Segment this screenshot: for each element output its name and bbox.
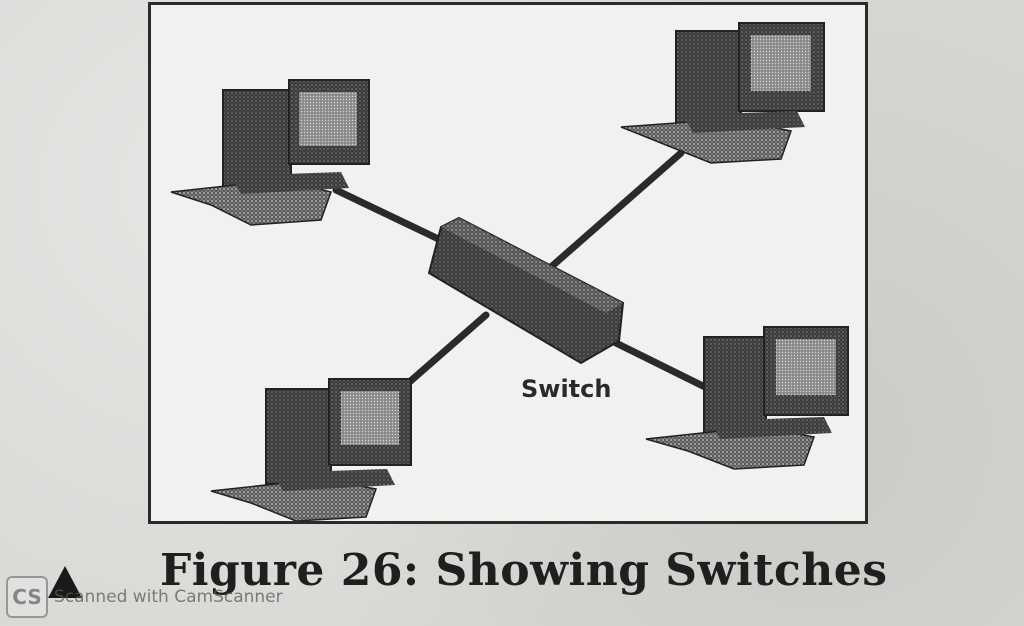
cable-bottom-left: [402, 311, 490, 389]
switch-label: Switch: [521, 375, 611, 403]
switch-icon: [427, 216, 625, 365]
cable-top-left: [332, 186, 455, 249]
computer-icon: [620, 22, 825, 164]
watermark-text: Scanned with CamScanner: [54, 587, 283, 607]
scanner-watermark: CS Scanned with CamScanner: [6, 575, 283, 619]
computer-icon: [645, 326, 849, 470]
caption-arrow-icon: [48, 566, 82, 598]
computer-icon: [170, 79, 370, 226]
computer-icon: [210, 378, 412, 521]
camscanner-logo-icon: CS: [6, 576, 48, 618]
network-diagram: Switch: [170, 22, 849, 521]
figure-frame: Switch: [148, 2, 868, 524]
cable-top-right: [547, 149, 685, 271]
network-cables: [332, 149, 715, 394]
figure-caption: Figure 26: Showing Switches: [160, 545, 888, 596]
cable-bottom-right: [612, 339, 715, 394]
